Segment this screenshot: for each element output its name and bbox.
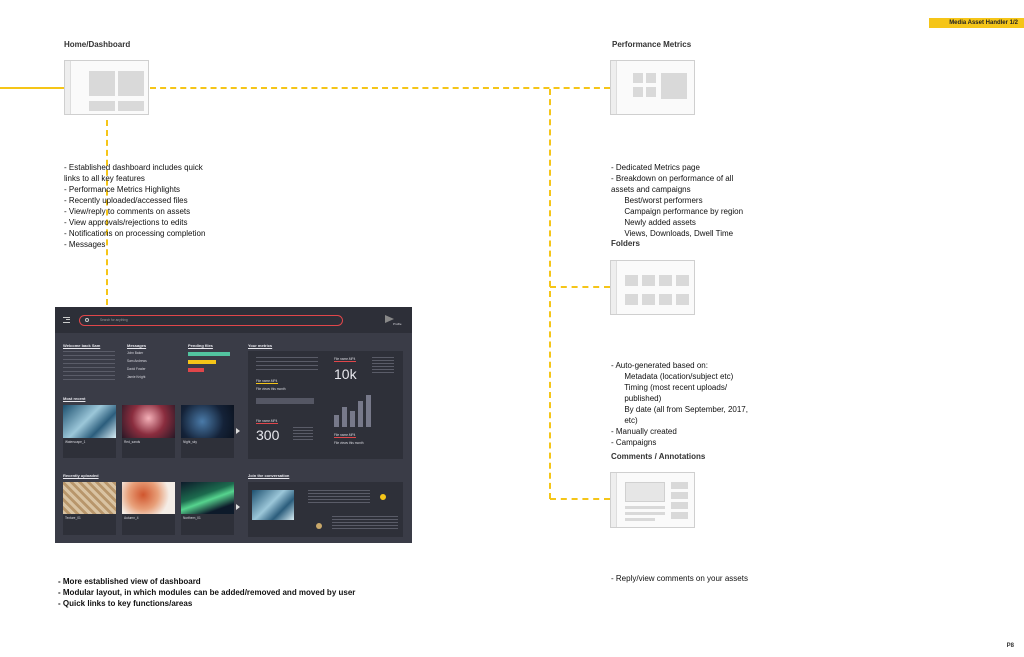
asset-label: Red_sands: [124, 440, 140, 444]
metrics-heading[interactable]: Your metrics: [248, 343, 272, 348]
connector-home-metrics: [150, 87, 610, 89]
home-title: Home/Dashboard: [64, 40, 130, 49]
connector-main-vertical: [549, 89, 551, 499]
metric-stat: 10k: [334, 366, 357, 382]
folders-bullets: - Auto-generated based on: Metadata (loc…: [611, 338, 748, 459]
metric-stat: 300: [256, 427, 279, 443]
pending-bar: [188, 368, 204, 372]
asset-card[interactable]: Autumn_4: [122, 482, 175, 535]
message-item[interactable]: Jamie Knight: [127, 375, 145, 379]
metric-views-label: File views this month: [334, 441, 364, 445]
connector-left: [0, 87, 64, 89]
avatar: [316, 523, 322, 529]
conversation-thumbnail: [252, 490, 294, 520]
asset-card[interactable]: Waterscape_1: [63, 405, 116, 458]
avatar: [380, 494, 386, 500]
message-item[interactable]: John Baker: [127, 351, 143, 355]
folders-title: Folders: [611, 239, 640, 248]
page-number: P8: [1007, 643, 1014, 649]
asset-thumbnail: [181, 482, 234, 514]
metrics-card: File name.MP4 File views this month File…: [248, 351, 403, 459]
connector-comments: [550, 498, 610, 500]
message-item[interactable]: Sam Andrews: [127, 359, 147, 363]
search-placeholder: Search for anything: [100, 318, 128, 322]
asset-card[interactable]: Night_sky: [181, 405, 234, 458]
chevron-right-icon[interactable]: [236, 428, 240, 434]
asset-label: Autumn_4: [124, 516, 139, 520]
connector-folders: [550, 286, 610, 288]
comments-wireframe: [610, 472, 695, 528]
conversation-card: [248, 482, 403, 537]
metrics-bullets: - Dedicated Metrics page- Breakdown on p…: [611, 140, 743, 250]
search-icon: [85, 318, 89, 322]
metrics-wireframe: [610, 60, 695, 115]
metric-views-label: File views this month: [256, 387, 286, 391]
conversation-heading[interactable]: Join the conversation: [248, 473, 289, 478]
asset-card[interactable]: Texture_01: [63, 482, 116, 535]
asset-thumbnail: [122, 482, 175, 514]
folders-wireframe: [610, 260, 695, 315]
most-recent-heading[interactable]: Most recent: [63, 396, 85, 401]
asset-label: Waterscape_1: [65, 440, 85, 444]
message-item[interactable]: David Fowler: [127, 367, 146, 371]
asset-thumbnail: [122, 405, 175, 438]
comments-title: Comments / Annotations: [611, 452, 705, 461]
recently-uploaded-heading[interactable]: Recently uploaded: [63, 473, 99, 478]
asset-card[interactable]: Red_sands: [122, 405, 175, 458]
asset-thumbnail: [63, 482, 116, 514]
asset-thumbnail: [181, 405, 234, 438]
pending-bar: [188, 360, 216, 364]
dashboard-mockup: Search for anything Profile Welcome back…: [55, 307, 412, 543]
asset-label: Texture_01: [65, 516, 81, 520]
chevron-right-icon[interactable]: [236, 504, 240, 510]
metrics-title: Performance Metrics: [612, 40, 691, 49]
pending-bar: [188, 352, 230, 356]
welcome-heading: Welcome back Sam: [63, 343, 100, 348]
welcome-text: [63, 351, 115, 381]
profile-label: Profile: [393, 322, 402, 326]
pending-heading[interactable]: Pending files: [188, 343, 213, 348]
asset-thumbnail: [63, 405, 116, 438]
asset-label: Night_sky: [183, 440, 197, 444]
home-wireframe: [64, 60, 149, 115]
menu-icon[interactable]: [63, 317, 70, 323]
page-badge: Media Asset Handler 1/2: [929, 18, 1024, 28]
messages-heading[interactable]: Messages: [127, 343, 146, 348]
asset-label: Northern_01: [183, 516, 201, 520]
asset-card[interactable]: Northern_01: [181, 482, 234, 535]
comments-bullets: - Reply/view comments on your assets: [611, 551, 748, 595]
dashboard-notes: - More established view of dashboard- Mo…: [58, 554, 355, 620]
